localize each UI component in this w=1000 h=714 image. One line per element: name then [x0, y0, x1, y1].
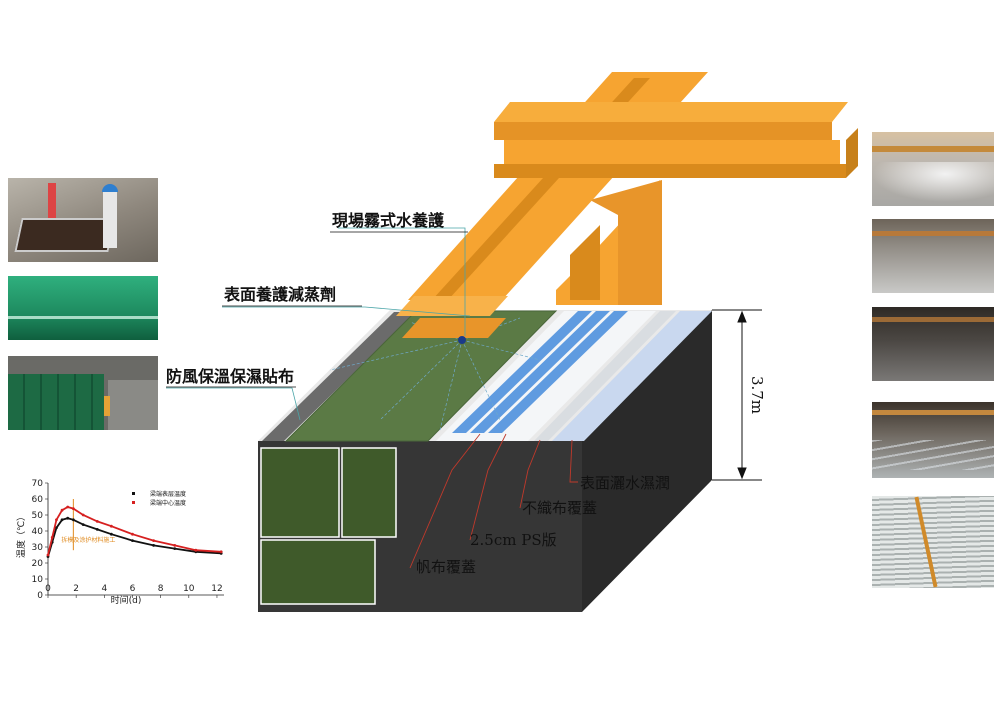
y-tick-label: 50 [32, 511, 44, 521]
photo-green-wall [8, 356, 158, 430]
x-tick-label: 8 [158, 584, 164, 594]
series-1-point [109, 532, 113, 536]
y-tick-label: 20 [32, 559, 44, 569]
label-ps-board: 2.5cm PS版 [470, 531, 557, 549]
steel-frame [396, 72, 858, 338]
series-line-1 [47, 517, 222, 557]
slab-right-face [582, 310, 712, 612]
green-insulation-cloth [284, 310, 558, 442]
series-2-point [60, 508, 64, 512]
photo-floor-slab [872, 219, 994, 293]
series-2-point [46, 553, 50, 557]
series-line-2 [47, 506, 222, 556]
y-axis-label: 温度（℃） [15, 512, 27, 558]
label-nonwoven: 不織布覆蓋 [522, 499, 597, 517]
series-2-point [219, 550, 223, 554]
photo-green-cloth [8, 276, 158, 340]
series-1-point [131, 539, 134, 542]
label-mist-curing: 現場霧式水養護 [332, 211, 445, 230]
ps-stripe-2 [470, 311, 610, 433]
series-1-point [173, 547, 177, 550]
annotation-label: 拆模及涂护材料施工 [61, 536, 115, 544]
series-2-point [95, 520, 99, 523]
legend-marker-1 [132, 492, 135, 495]
ps-stripe-1 [452, 311, 592, 433]
series-1-point [152, 544, 156, 547]
series-1-point [71, 518, 75, 522]
mist-nozzle [458, 336, 466, 344]
x-tick-label: 4 [101, 584, 107, 594]
x-tick-label: 2 [73, 584, 79, 594]
x-axis-label: 时间(d) [111, 594, 142, 606]
series-2-point [173, 544, 177, 547]
canvas-panel-3 [260, 539, 376, 605]
series-1-point [66, 516, 70, 520]
series-2-point [152, 539, 156, 542]
y-tick-label: 10 [32, 575, 44, 585]
series-2-point [194, 548, 198, 552]
gray-edge-strip [262, 312, 416, 441]
teal-leaders [166, 227, 471, 421]
label-surface-agent: 表面養護減蒸劑 [223, 285, 336, 304]
y-tick-label: 60 [32, 495, 44, 505]
series-1-point [81, 523, 85, 526]
photo-mist-ceiling [872, 132, 994, 206]
photo-slab-dark [872, 307, 994, 381]
y-tick-label: 30 [32, 543, 44, 553]
canvas-panel-1 [260, 447, 340, 538]
series-2-point [66, 505, 70, 509]
legend-marker-2 [132, 501, 135, 504]
water-spray-layer [552, 311, 712, 441]
legend-label-2: 梁端中心温度 [150, 499, 186, 507]
photo-ps-boards [872, 496, 994, 588]
series-2-point [131, 532, 134, 536]
y-tick-label: 70 [32, 479, 44, 489]
series-1-point [95, 528, 99, 531]
x-tick-label: 10 [183, 584, 195, 594]
y-tick-label: 40 [32, 527, 44, 537]
x-tick-label: 6 [130, 584, 136, 594]
series-2-point [109, 524, 113, 528]
label-insulation-cloth: 防風保溫保濕貼布 [166, 367, 294, 386]
red-leaders [409, 433, 578, 569]
height-dimension [712, 309, 762, 481]
series-2-point [81, 513, 85, 517]
y-tick-label: 0 [37, 591, 43, 601]
series-2-point [50, 536, 54, 539]
series-1-point [55, 526, 58, 530]
photo-wet-slab [872, 402, 994, 478]
label-canvas: 帆布覆蓋 [416, 558, 476, 576]
height-label: 3.7m [748, 376, 766, 414]
x-tick-label: 0 [45, 584, 51, 594]
x-tick-label: 12 [211, 584, 222, 594]
canvas-panel-2 [341, 447, 397, 538]
photo-worker-site [8, 178, 158, 262]
ps-stripe-3 [488, 311, 628, 433]
series-1-point [60, 518, 64, 522]
series-2-point [55, 518, 58, 522]
series-2-point [71, 507, 75, 510]
label-water-spray: 表面灑水濕潤 [580, 474, 670, 492]
legend-label-1: 梁端表层温度 [150, 490, 186, 498]
nonwoven-layer [534, 311, 676, 441]
